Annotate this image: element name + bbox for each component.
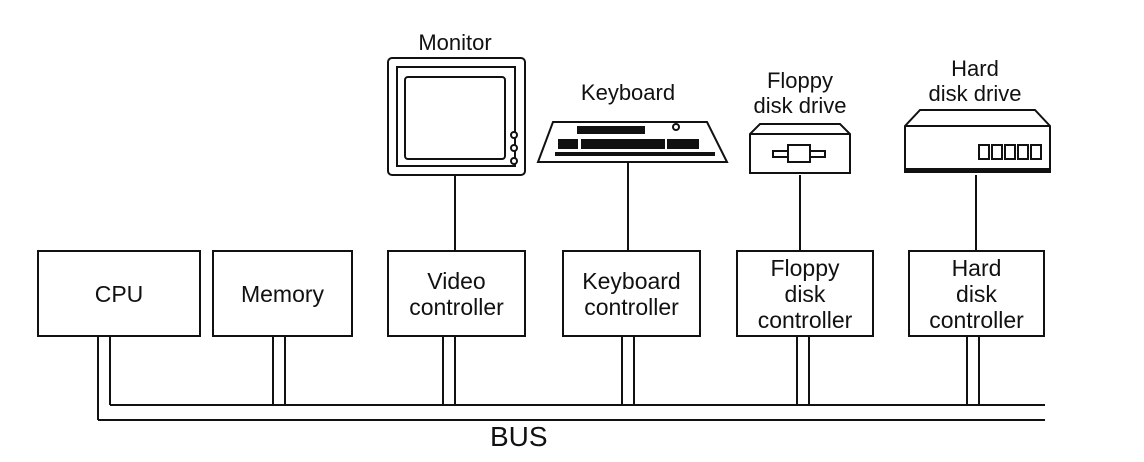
hard-drive-label: Hard disk drive [928,56,1022,106]
memory-box: Memory [212,250,353,337]
floppy-controller-label: Floppy disk controller [757,254,853,333]
memory-label: Memory [240,280,325,307]
bus-lines [98,404,1045,421]
keyboard-label: Keyboard [580,80,676,105]
floppy-controller-box: Floppy disk controller [736,250,874,337]
hard-controller-box: Hard disk controller [908,250,1045,337]
bus-label: BUS [490,421,548,452]
video-controller-label: Video controller [409,267,504,320]
video-controller-box: Video controller [387,250,526,337]
keyboard-controller-box: Keyboard controller [562,250,701,337]
device-cables [454,163,977,250]
monitor-label: Monitor [418,30,492,55]
hard-drive-icon [904,109,1051,173]
hard-controller-label: Hard disk controller [929,254,1024,333]
monitor-icon [387,57,526,176]
bus-connectors [97,336,980,420]
keyboard-icon [536,121,729,163]
cpu-label: CPU [94,280,144,307]
floppy-drive-icon [749,123,851,174]
floppy-drive-label: Floppy disk drive [753,68,847,118]
cpu-box: CPU [37,250,201,337]
keyboard-controller-label: Keyboard controller [582,267,681,320]
